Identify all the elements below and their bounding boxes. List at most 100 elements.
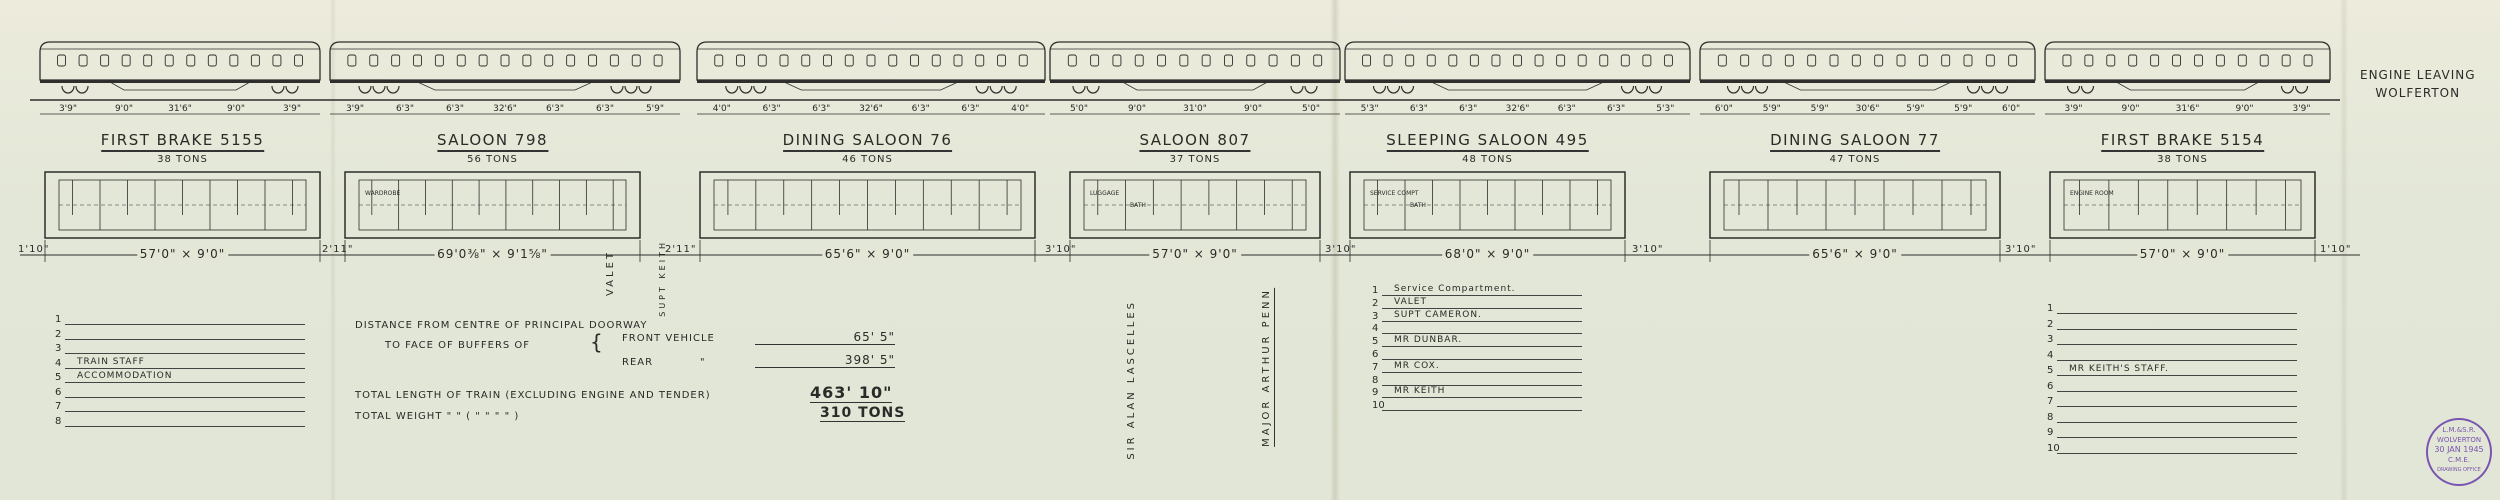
- brace: {: [590, 330, 603, 354]
- wheelbase-dimension: 6'3": [445, 104, 465, 114]
- row-number: 7: [55, 401, 62, 412]
- wheelbase-dimension: 9'0": [226, 104, 246, 114]
- compartment-label: BATH: [1410, 202, 1426, 209]
- coupling-gap-dimension: 3'10": [2005, 244, 2037, 255]
- row-line: [65, 411, 305, 412]
- wheelbase-dimension: 9'0": [2235, 104, 2254, 114]
- row-text: VALET: [1394, 296, 1427, 307]
- row-number: 6: [2047, 380, 2054, 392]
- wheelbase-dimension: 9'0": [2121, 104, 2140, 114]
- label-supt-keith: SUPT KEITH: [658, 240, 667, 317]
- wheelbase-dimension: 5'3": [1360, 104, 1379, 114]
- row-line: [1382, 346, 1582, 348]
- row-line: [1382, 320, 1582, 322]
- wheelbase-dimension: 6'0": [1714, 104, 1733, 114]
- drawing-office-stamp: L.M.&S.R. WOLVERTON 30 JAN 1945 C.M.E. D…: [2426, 418, 2492, 486]
- wheelbase-dimension: 31'0": [1183, 104, 1207, 114]
- list-row: 2: [2047, 316, 2297, 330]
- row-line: [2057, 421, 2297, 423]
- row-line: [65, 338, 305, 340]
- row-line: [2057, 452, 2297, 454]
- wheelbase-dimension: 4'0": [712, 104, 731, 114]
- row-number: 2: [1372, 297, 1379, 309]
- row-number: 1: [1372, 285, 1379, 296]
- stamp-line2: WOLVERTON: [2436, 436, 2482, 444]
- wheelbase-dimension: 5'0": [1301, 104, 1321, 114]
- wheelbase-dimension: 6'3": [1607, 104, 1626, 114]
- wheelbase-dimension: 5'9": [645, 104, 665, 114]
- car-elevation: [1699, 41, 2036, 115]
- engine-note: ENGINE LEAVING WOLFERTON: [2360, 68, 2476, 100]
- row-number: 1: [2047, 303, 2054, 314]
- row-number: 4: [1372, 323, 1379, 335]
- wheelbase-dimension: 31'6": [168, 104, 192, 114]
- list-row: 10: [2047, 440, 2297, 454]
- wheelbase-dimension: 3'9": [345, 104, 365, 114]
- wheelbase-dimension: 6'3": [545, 104, 565, 114]
- wheelbase-dimension: 5'9": [1954, 104, 1973, 114]
- wheelbase-dimension: 3'9": [2292, 104, 2311, 114]
- car-elevation: [329, 41, 681, 115]
- total-length-label: TOTAL LENGTH OF TRAIN (EXCLUDING ENGINE …: [355, 390, 711, 401]
- row-line: [2057, 344, 2297, 345]
- row-number: 3: [55, 343, 62, 354]
- row-number: 10: [1372, 400, 1385, 412]
- row-number: 7: [2047, 396, 2054, 407]
- row-number: 2: [55, 328, 62, 340]
- row-number: 2: [2047, 318, 2054, 330]
- wheelbase-dimension: 32'6": [859, 104, 883, 114]
- wheelbase-dimension: 6'3": [1459, 104, 1478, 114]
- wheelbase-dimension: 9'0": [1243, 104, 1263, 114]
- wheelbase-dimension: 6'3": [911, 104, 930, 114]
- row-line: [1382, 295, 1582, 296]
- wheelbase-dimension: 5'0": [1069, 104, 1089, 114]
- row-line: [1382, 333, 1582, 335]
- wheelbase-dimension: 5'9": [1762, 104, 1781, 114]
- row-text: ACCOMMODATION: [77, 371, 173, 381]
- row-number: 4: [2047, 349, 2054, 361]
- row-number: 6: [55, 386, 62, 398]
- wheelbase-dimension: 4'0": [1011, 104, 1030, 114]
- car-elevation: [39, 41, 321, 115]
- car-tons: 38 TONS: [157, 154, 208, 165]
- car-size: 57'0" × 9'0": [2136, 247, 2229, 261]
- row-line: [2057, 313, 2297, 314]
- list-row: 8: [55, 413, 305, 427]
- row-number: 8: [2047, 411, 2054, 423]
- car-size: 68'0" × 9'0": [1441, 247, 1534, 261]
- row-number: 3: [2047, 334, 2054, 345]
- wheelbase-dimension: 6'3": [595, 104, 615, 114]
- car-elevation: [696, 41, 1046, 115]
- row-number: 7: [1372, 361, 1379, 373]
- row-line: [2057, 390, 2297, 392]
- car-size: 57'0" × 9'0": [136, 247, 229, 261]
- wheelbase-dimension: 6'3": [961, 104, 980, 114]
- total-weight-label: TOTAL WEIGHT " " ( " " " " ): [355, 411, 520, 422]
- car-plan: [1069, 171, 1321, 239]
- wheelbase-dimension: 9'0": [114, 104, 134, 114]
- to-face-label: TO FACE OF BUFFERS OF: [385, 340, 531, 351]
- row-line: [65, 425, 305, 427]
- list-row: 9: [2047, 424, 2297, 438]
- list-row: 6: [2047, 378, 2297, 392]
- car-plan: [1349, 171, 1626, 239]
- car-tons: 48 TONS: [1462, 154, 1513, 165]
- list-row: 1: [55, 311, 305, 325]
- label-valet: VALET: [605, 250, 616, 297]
- label-major-arthur-penn: MAJOR ARTHUR PENN: [1261, 288, 1275, 447]
- distance-heading: DISTANCE FROM CENTRE OF PRINCIPAL DOORWA…: [355, 320, 648, 331]
- wheelbase-dimension: 3'9": [2064, 104, 2083, 114]
- list-row: 2: [55, 326, 305, 340]
- row-line: [65, 353, 305, 354]
- coupling-gap-dimension: 1'10": [2320, 244, 2352, 255]
- list-row: 4: [2047, 347, 2297, 361]
- car-plan: [699, 171, 1036, 239]
- coupling-gap-dimension: 3'10": [1045, 244, 1077, 255]
- row-text: MR DUNBAR.: [1394, 335, 1463, 346]
- car-name: FIRST BRAKE 5154: [2100, 131, 2265, 152]
- row-line: [2057, 406, 2297, 407]
